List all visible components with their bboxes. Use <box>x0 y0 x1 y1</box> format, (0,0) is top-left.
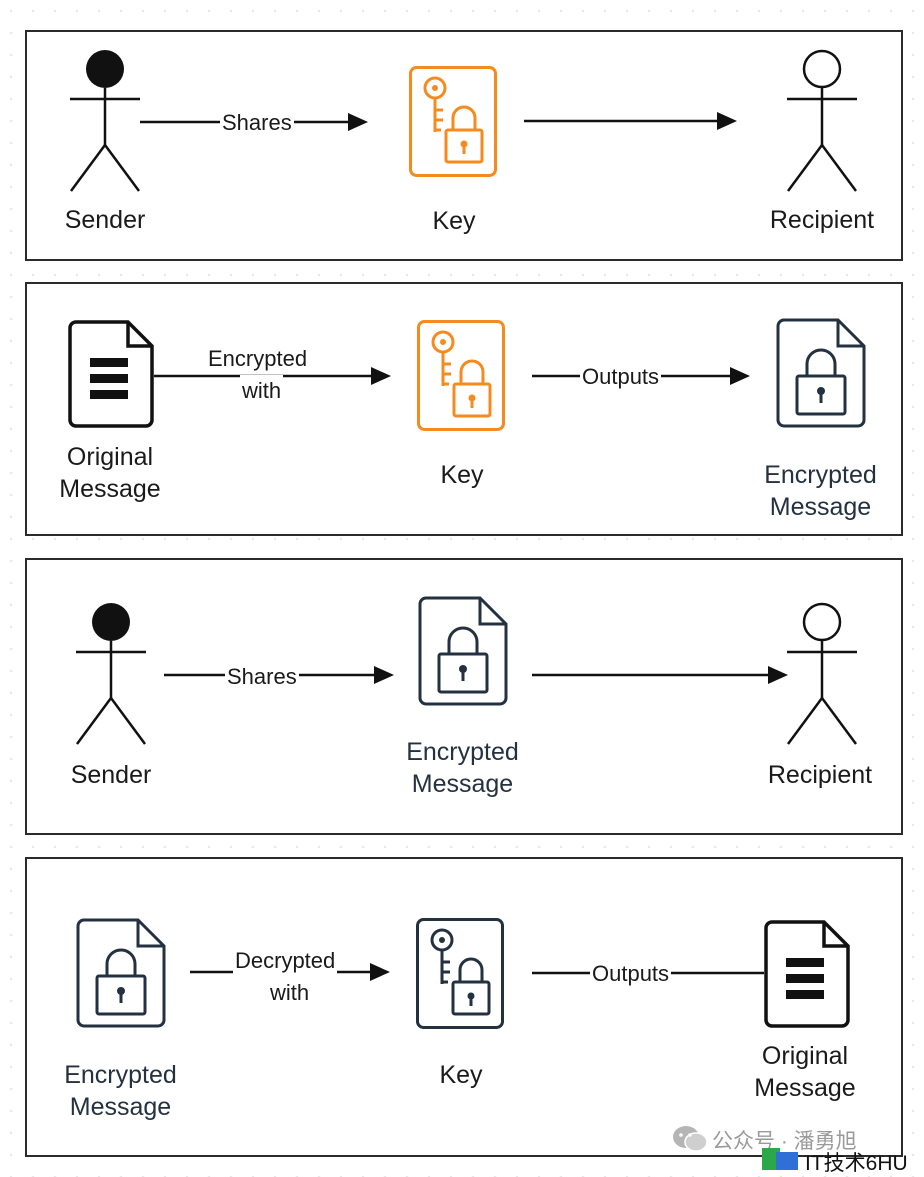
encrypted-message-label-1: Encrypted <box>406 738 519 766</box>
sender-label: Sender <box>64 206 146 234</box>
arrow-to-recipient <box>532 666 788 684</box>
sender-label: Sender <box>70 761 152 789</box>
original-message-label-2: Message <box>59 475 161 503</box>
watermark-prefix: 公众号 · 潘勇旭 <box>712 1130 857 1153</box>
watermark-brand: IT技术6HU <box>805 1152 908 1175</box>
wechat-icon <box>673 1126 708 1152</box>
encrypted-with-label-2: with <box>240 375 284 406</box>
encrypted-document-icon <box>76 918 166 1028</box>
key-label: Key <box>439 1061 483 1089</box>
key-icon <box>417 320 505 431</box>
encrypted-message-label-2: Message <box>69 1093 172 1121</box>
original-message-label-2: Message <box>754 1074 856 1102</box>
recipient-person-icon <box>786 49 858 192</box>
key-icon <box>409 66 497 177</box>
decrypted-with-label-1: Decrypted <box>233 945 338 976</box>
outputs-label: Outputs <box>580 361 662 392</box>
encrypted-message-label-1: Encrypted <box>64 1061 177 1089</box>
arrow-shares-label: Shares <box>220 107 294 138</box>
arrow-shares-label: Shares <box>225 661 299 692</box>
sender-person-icon <box>69 50 141 192</box>
document-icon <box>764 920 850 1028</box>
arrow-to-recipient <box>524 112 737 130</box>
encrypted-with-label-1: Encrypted <box>206 343 310 374</box>
recipient-person-icon <box>786 602 858 745</box>
encrypted-message-label-1: Encrypted <box>764 461 877 489</box>
encrypted-document-icon <box>776 318 866 428</box>
recipient-label: Recipient <box>767 761 873 789</box>
original-message-label-1: Original <box>761 1042 849 1070</box>
outputs-label: Outputs <box>590 958 672 989</box>
recipient-label: Recipient <box>769 206 875 234</box>
original-message-label-1: Original <box>66 443 154 471</box>
key-icon <box>416 918 504 1029</box>
document-icon <box>68 320 154 428</box>
encrypted-message-label-2: Message <box>769 493 872 521</box>
encrypted-message-label-2: Message <box>411 770 514 798</box>
key-label: Key <box>440 461 484 489</box>
key-label: Key <box>432 207 476 235</box>
sender-person-icon <box>75 603 147 745</box>
decrypted-with-label-2: with <box>268 977 312 1008</box>
brand-logo-icon <box>762 1148 798 1170</box>
encrypted-document-icon <box>418 596 508 706</box>
